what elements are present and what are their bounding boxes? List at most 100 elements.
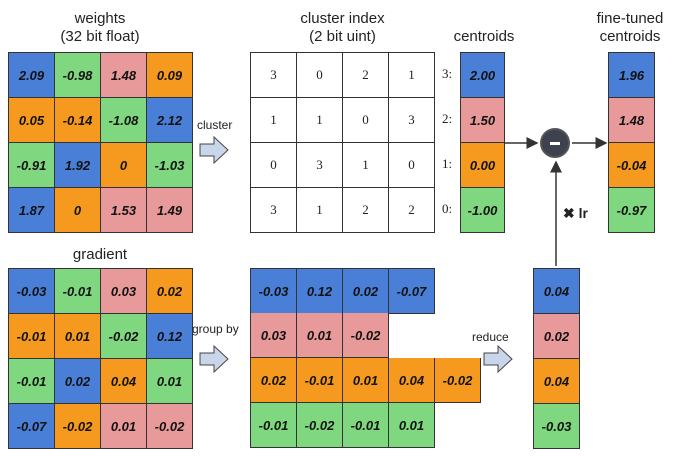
index-cell: 0	[343, 98, 389, 143]
weight-cell: 1.92	[55, 143, 101, 188]
reduced-cell: -0.03	[534, 404, 580, 449]
group-by-step-label: group by	[192, 322, 239, 336]
grouped-cell: -0.01	[297, 358, 343, 403]
weights-title: weights (32 bit float)	[8, 10, 192, 46]
gradient-cell: -0.01	[9, 314, 55, 359]
index-cell: 0	[297, 53, 343, 98]
grouped-cell: 0.01	[389, 403, 435, 448]
index-cell: 3	[251, 188, 297, 233]
centroid-index-label: 0:	[442, 201, 453, 216]
gradient-cell: -0.02	[55, 404, 101, 449]
grouped-cell: -0.03	[251, 269, 297, 314]
index-cell: 3	[251, 53, 297, 98]
index-cell: 1	[343, 143, 389, 188]
gradient-title: gradient	[72, 246, 128, 263]
weight-cell: 0	[55, 188, 101, 233]
index-cell: 3	[297, 143, 343, 188]
weight-cell: 1.49	[147, 188, 193, 233]
fine-tuned-cell: -0.97	[609, 188, 655, 233]
fine-tuned-cell: 1.48	[609, 98, 655, 143]
reduced-cell: 0.04	[534, 269, 580, 314]
fine-tuned-title-line2: centroids	[599, 28, 661, 45]
cluster-index-title-main: cluster index	[300, 10, 385, 27]
weight-cell: 0.05	[9, 98, 55, 143]
weight-cell: -1.08	[101, 98, 147, 143]
reduce-step-label: reduce	[472, 330, 509, 344]
reduce-block-arrow	[483, 344, 513, 374]
gradient-cell: -0.07	[9, 404, 55, 449]
learning-rate-label: ✖ lr	[563, 205, 588, 221]
centroid-index-label: 1:	[442, 156, 453, 171]
index-cell: 2	[343, 188, 389, 233]
weight-cell: -0.14	[55, 98, 101, 143]
index-cell: 0	[251, 143, 297, 188]
weight-cell: 1.87	[9, 188, 55, 233]
weight-cell: 0	[101, 143, 147, 188]
gradient-cell: 0.03	[101, 269, 147, 314]
gradient-cell: -0.01	[55, 269, 101, 314]
grouped-cell: 0.02	[343, 269, 389, 314]
index-cell: 1	[297, 188, 343, 233]
weight-cell: 0.09	[147, 53, 193, 98]
gradient-cell: 0.02	[147, 269, 193, 314]
weight-cell: -0.98	[55, 53, 101, 98]
gradient-cell: 0.12	[147, 314, 193, 359]
fine-tuned-cell: 1.96	[609, 53, 655, 98]
fine-tuned-title: fine-tuned centroids	[585, 10, 675, 46]
grouped-cell: 0.02	[251, 358, 297, 403]
gradient-cell: -0.02	[147, 404, 193, 449]
grouped-cell: 0.04	[389, 358, 435, 403]
weight-cell: 2.12	[147, 98, 193, 143]
cluster-block-arrow	[199, 135, 229, 165]
reduced-cell: 0.02	[534, 314, 580, 359]
grouped-cell: -0.01	[343, 403, 389, 448]
weight-cell: -0.91	[9, 143, 55, 188]
grouped-cell: -0.02	[297, 403, 343, 448]
reduced-cell: 0.04	[534, 359, 580, 404]
fine-tuned-cell: -0.04	[609, 143, 655, 188]
centroids-title: centroids	[453, 28, 515, 45]
weights-title-sub: (32 bit float)	[60, 28, 140, 45]
gradient-cell: -0.02	[101, 314, 147, 359]
weight-cell: -1.03	[147, 143, 193, 188]
centroid-cell: 2.00	[461, 53, 505, 98]
weight-cell: 1.53	[101, 188, 147, 233]
gradient-cell: 0.01	[101, 404, 147, 449]
index-cell: 2	[343, 53, 389, 98]
gradient-cell: -0.01	[9, 359, 55, 404]
cluster-index-title: cluster index (2 bit uint)	[250, 10, 435, 46]
index-cell: 2	[389, 188, 435, 233]
grouped-cell: 0.01	[297, 313, 343, 358]
centroid-cell: 1.50	[461, 98, 505, 143]
gradient-cell: 0.04	[101, 359, 147, 404]
index-cell: 1	[389, 53, 435, 98]
group-by-block-arrow	[199, 344, 229, 374]
grouped-cell: 0.03	[251, 313, 297, 358]
weight-cell: 1.48	[101, 53, 147, 98]
grouped-cell: -0.01	[251, 403, 297, 448]
centroid-index-label: 2:	[442, 111, 453, 126]
grouped-cell: -0.02	[435, 358, 481, 403]
grouped-cell: -0.02	[343, 313, 389, 358]
gradient-cell: -0.03	[9, 269, 55, 314]
weight-cell: 2.09	[9, 53, 55, 98]
index-cell: 3	[389, 98, 435, 143]
gradient-cell: 0.02	[55, 359, 101, 404]
centroid-cell: -1.00	[461, 188, 505, 233]
centroid-index-label: 3:	[442, 66, 453, 81]
grouped-cell: 0.01	[343, 358, 389, 403]
index-cell: 0	[389, 143, 435, 188]
grouped-cell: -0.07	[389, 269, 435, 314]
weights-title-main: weights	[74, 10, 126, 27]
minus-operator-icon	[540, 128, 570, 158]
gradient-cell: 0.01	[147, 359, 193, 404]
